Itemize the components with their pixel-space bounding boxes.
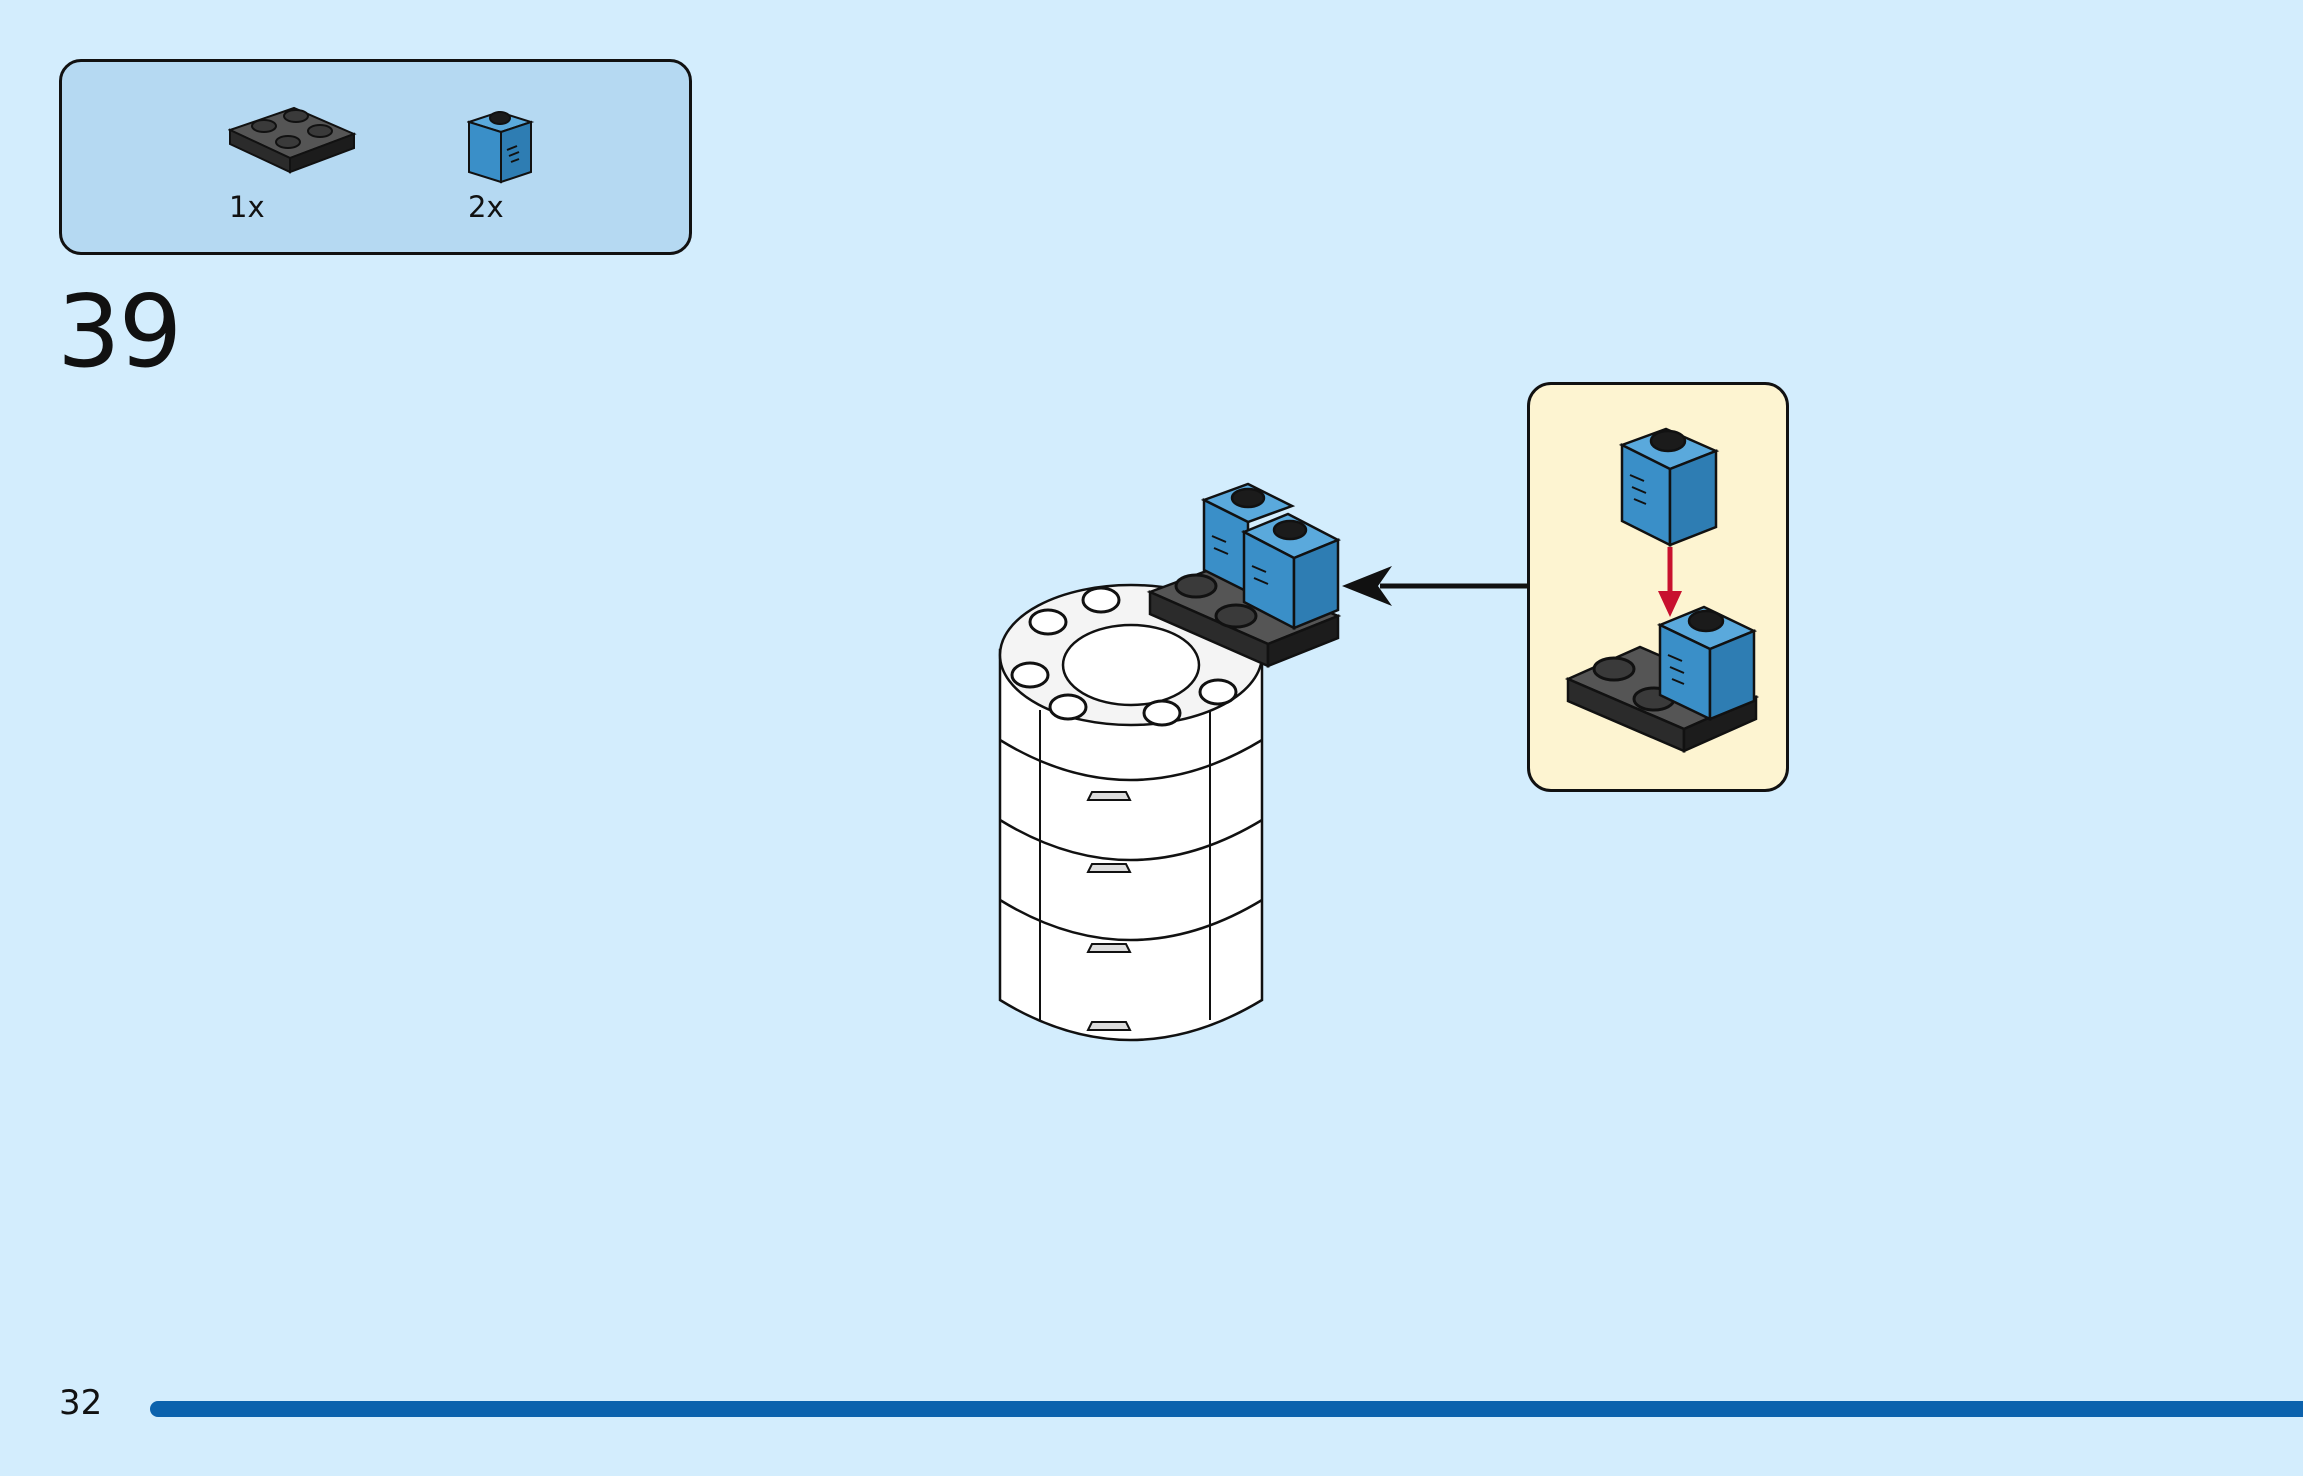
sub-step-illustration [1564,427,1760,753]
parts-list-box: 1x 2x [59,59,692,255]
plate-with-blue-bricks-icon [1146,482,1342,668]
placement-arrow-icon [1342,566,1527,606]
step-number: 39 [57,273,182,390]
blue-1x1-printed-brick-icon [467,110,535,184]
white-round-tower-icon [998,583,1264,1042]
page-progress-bar [150,1401,2303,1417]
dark-gray-2x2-plate-icon [228,106,357,174]
part-qty-plate: 1x [229,190,265,224]
page-number: 32 [59,1383,103,1423]
part-qty-brick: 2x [468,190,504,224]
sub-step-callout-box [1527,382,1789,792]
